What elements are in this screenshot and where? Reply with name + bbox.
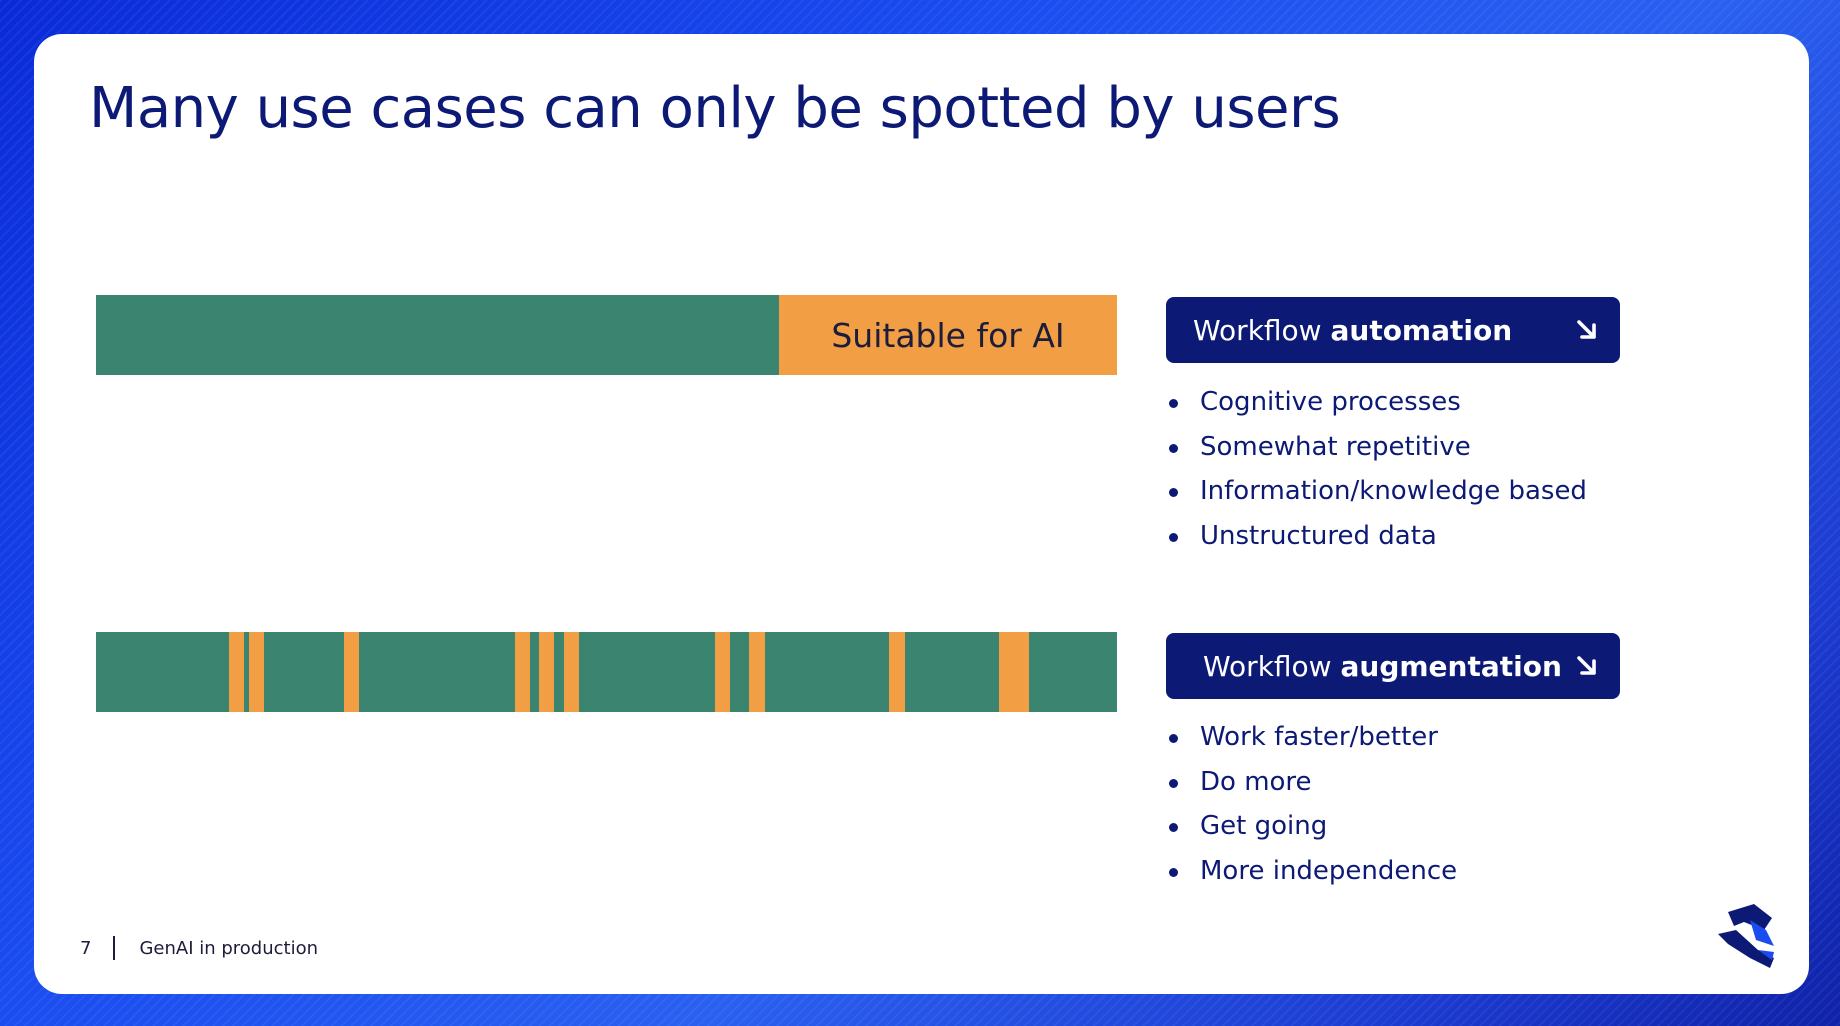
- bullet-text: More independence: [1200, 855, 1458, 886]
- highlight-segment: [514, 632, 530, 712]
- bullet-dot: [1169, 488, 1178, 497]
- highlight-segment: [889, 632, 905, 712]
- suitable-for-ai-label: Suitable for AI: [831, 315, 1065, 355]
- footer: 7 GenAI in production: [80, 936, 318, 960]
- bullet-dot: [1169, 734, 1178, 743]
- list-item: Get going: [1166, 804, 1457, 849]
- bullet-text: Information/knowledge based: [1200, 476, 1587, 506]
- workflow-augmentation-bullets: Work faster/better Do more Get going Mor…: [1166, 715, 1457, 893]
- workflow-automation-bullets: Cognitive processes Somewhat repetitive …: [1166, 380, 1587, 558]
- pill-title-regular: Workflow: [1193, 313, 1331, 347]
- pill-title: Workflow automation: [1193, 314, 1512, 347]
- highlight-segment: [563, 632, 579, 712]
- bullet-text: Unstructured data: [1200, 520, 1437, 551]
- bullet-dot: [1169, 532, 1178, 542]
- pill-title-regular: Workflow: [1203, 649, 1341, 683]
- list-item: Work faster/better: [1166, 715, 1457, 760]
- list-item: More independence: [1166, 849, 1457, 894]
- bullet-text: Cognitive processes: [1200, 387, 1461, 417]
- highlight-segment: [998, 632, 1030, 712]
- bullet-text: Somewhat repetitive: [1200, 431, 1471, 462]
- bullet-dot: [1169, 778, 1178, 788]
- list-item: Somewhat repetitive: [1166, 425, 1587, 470]
- bullet-dot: [1169, 399, 1178, 408]
- list-item: Cognitive processes: [1166, 380, 1587, 425]
- bullet-text: Work faster/better: [1200, 722, 1438, 752]
- highlight-segment: [249, 632, 265, 712]
- list-item: Information/knowledge based: [1166, 469, 1587, 514]
- arrow-down-right-icon: [1577, 320, 1596, 339]
- bullet-text: Do more: [1200, 766, 1312, 797]
- footer-divider: [113, 936, 116, 960]
- bullet-dot: [1169, 443, 1178, 453]
- top-process-bar: Suitable for AI: [96, 295, 1117, 375]
- highlight-segment: [539, 632, 555, 712]
- bullet-dot: [1169, 823, 1178, 832]
- highlight-segment: [749, 632, 765, 712]
- footer-section: GenAI in production: [139, 937, 319, 959]
- bottom-process-bar: [96, 632, 1117, 712]
- slide: Many use cases can only be spotted by us…: [34, 34, 1809, 994]
- list-item: Unstructured data: [1166, 514, 1587, 559]
- bullet-dot: [1169, 867, 1178, 877]
- arrow-down-right-icon: [1577, 656, 1596, 675]
- highlight-segment: [344, 632, 360, 712]
- workflow-automation-pill: Workflow automation: [1166, 297, 1620, 363]
- slide-title: Many use cases can only be spotted by us…: [89, 76, 1341, 141]
- pill-title-bold: augmentation: [1340, 649, 1562, 683]
- page-number: 7: [80, 937, 92, 959]
- pill-title-bold: automation: [1330, 313, 1513, 347]
- list-item: Do more: [1166, 760, 1457, 805]
- highlight-segment: [714, 632, 731, 712]
- suitable-for-ai-segment: Suitable for AI: [779, 295, 1117, 375]
- pill-title: Workflow augmentation: [1203, 650, 1562, 683]
- highlight-segment: [228, 632, 245, 712]
- company-logo-icon: [1718, 904, 1774, 968]
- bullet-text: Get going: [1200, 811, 1328, 841]
- workflow-augmentation-pill: Workflow augmentation: [1166, 633, 1620, 699]
